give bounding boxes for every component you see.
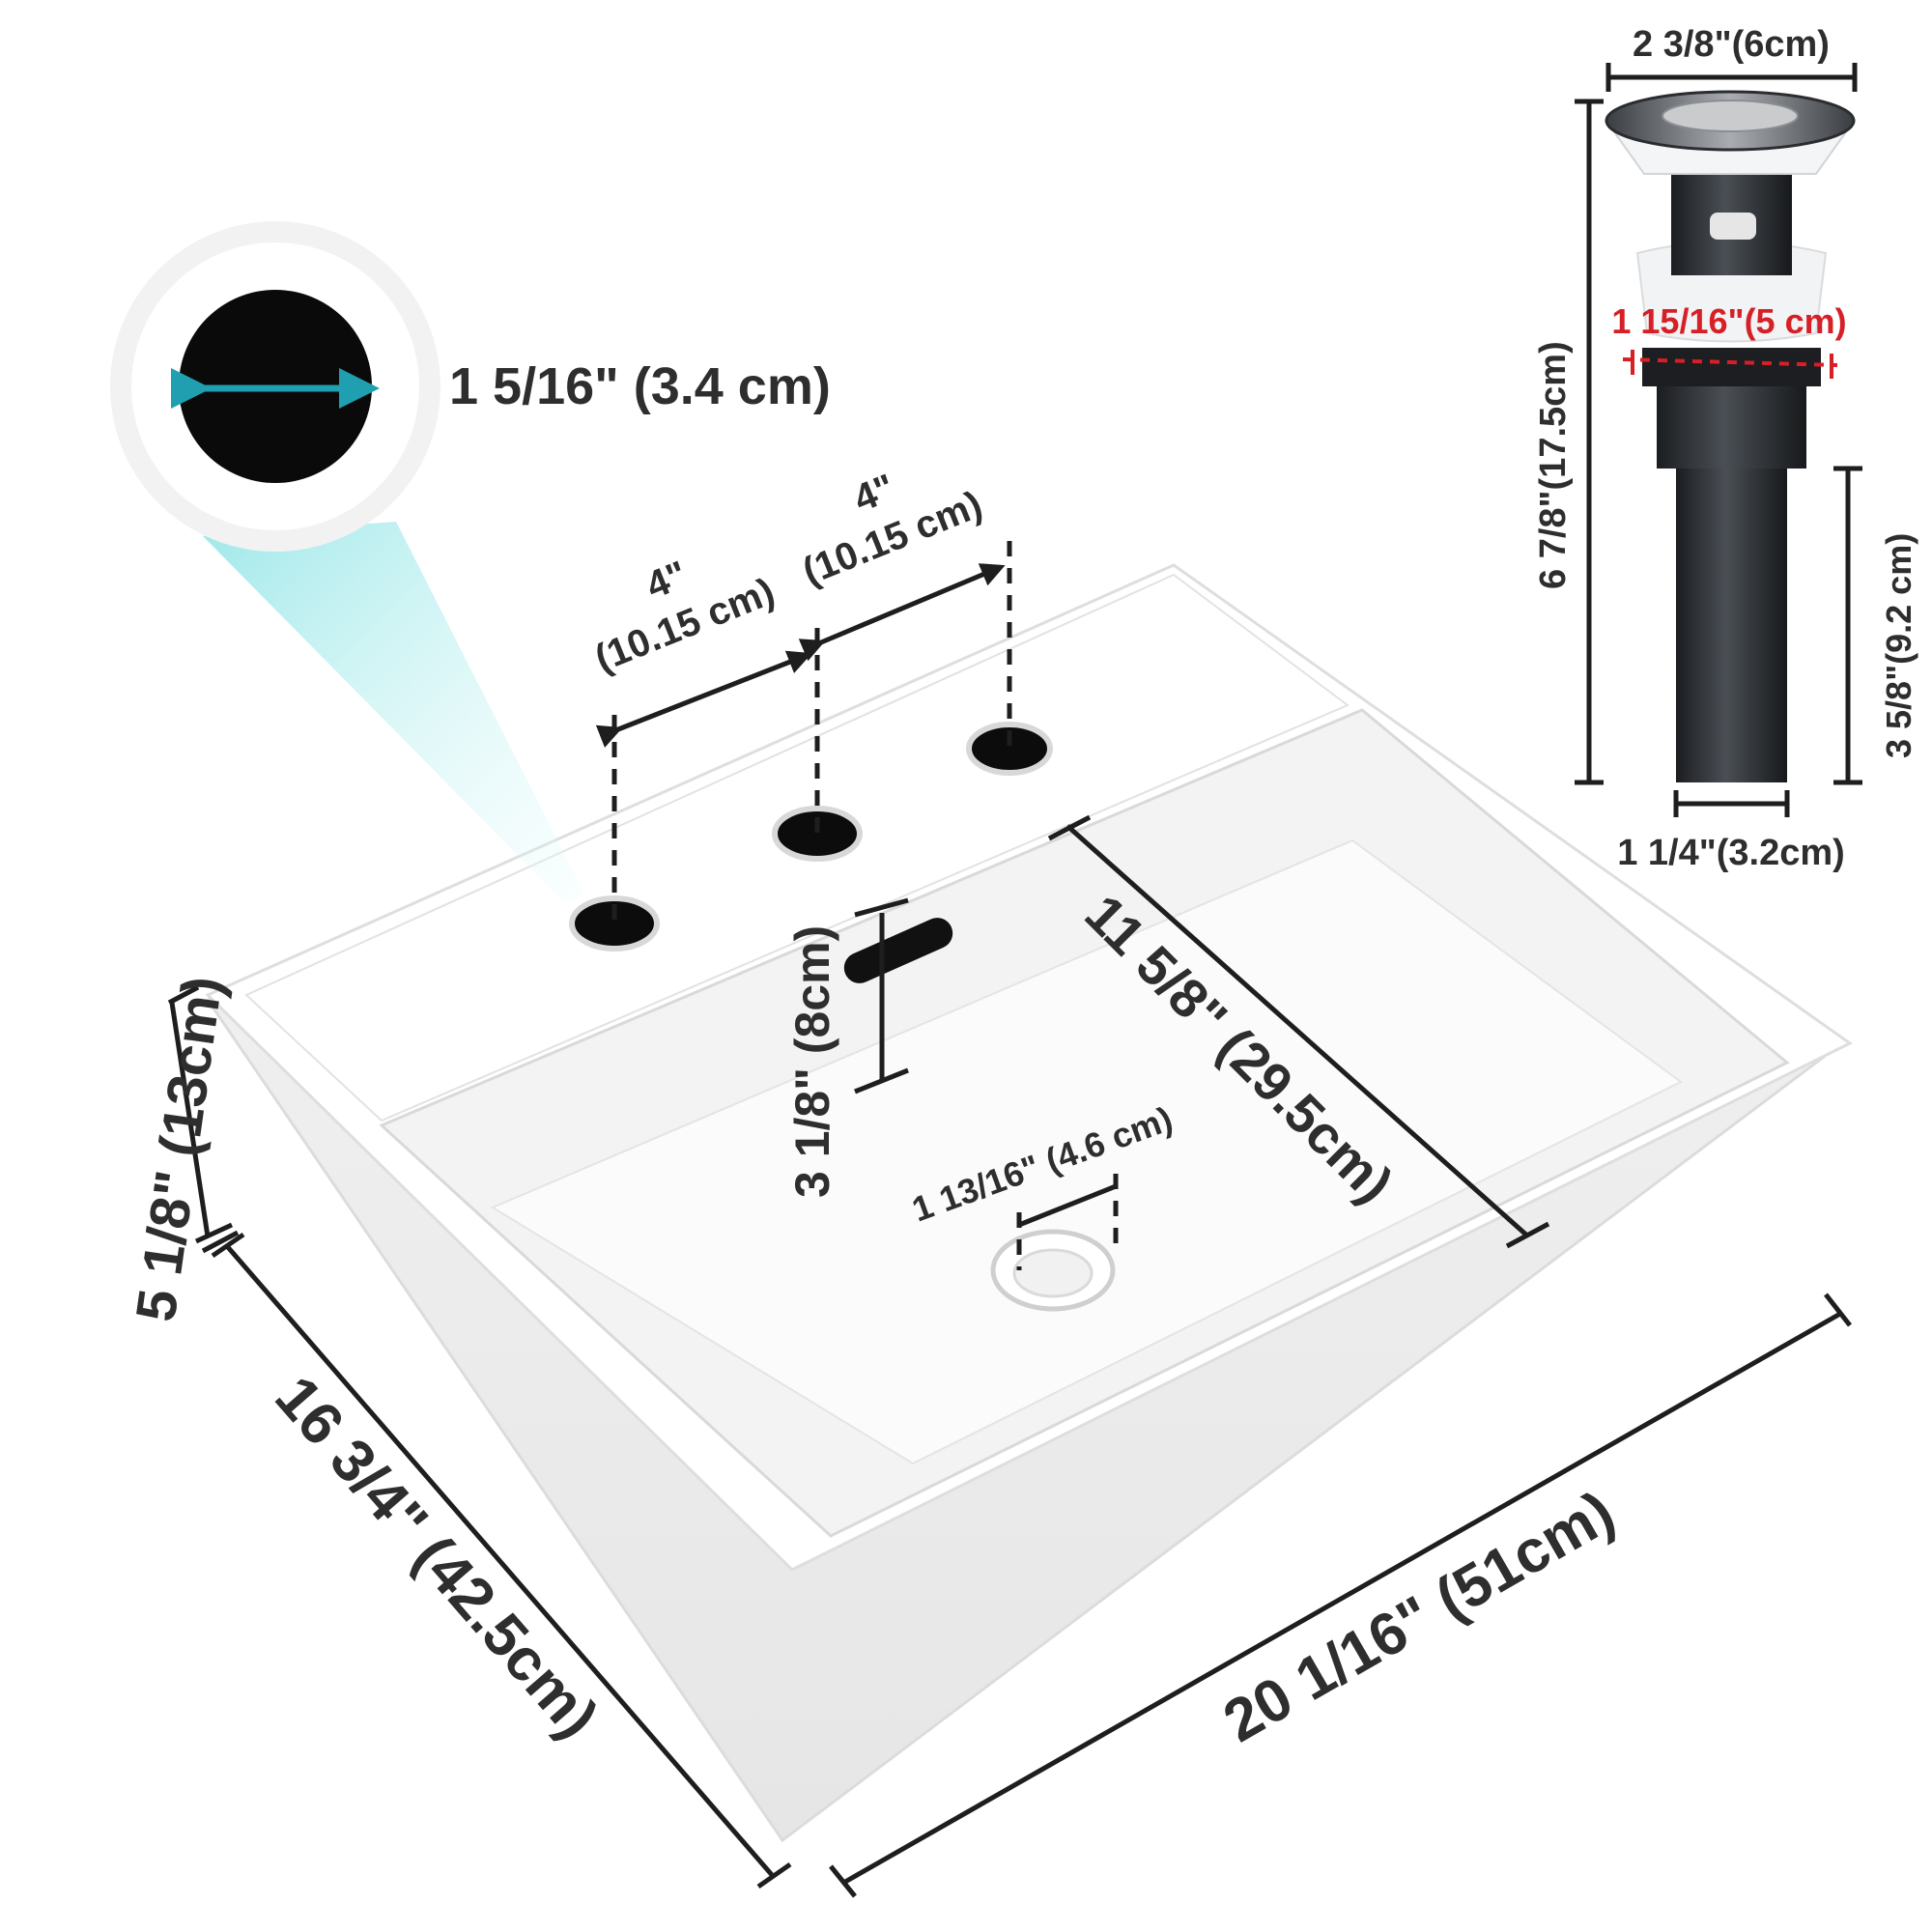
drain-tail-width-label: 1 1/4"(3.2cm) [1617, 833, 1845, 873]
spacing-left-label: 4" (10.15 cm) [589, 554, 781, 681]
faucet-hole-left [569, 895, 660, 952]
hole-magnifier-icon [110, 221, 584, 903]
svg-text:4": 4" [848, 467, 901, 521]
overflow-height-dimension [854, 897, 909, 1094]
spacing-right-label: 4" (10.15 cm) [797, 467, 988, 594]
faucet-hole-center [772, 806, 863, 862]
drain-dimensions [1575, 63, 1862, 817]
depth-dimension [211, 1232, 792, 1889]
width-dimension [829, 1293, 1852, 1898]
drain-hole-dimension [1016, 1174, 1119, 1270]
height-label: 5 1/8" (13cm) [125, 973, 235, 1325]
inner-length-dimension [1047, 814, 1550, 1249]
height-dimension [167, 984, 240, 1254]
overflow-height-label: 3 1/8" (8cm) [785, 925, 839, 1198]
width-label: 20 1/16" (51cm) [1213, 1479, 1626, 1755]
drain-tail-height-label: 3 5/8"(9.2 cm) [1879, 533, 1918, 758]
svg-text:4": 4" [640, 554, 694, 608]
faucet-hole-right [966, 722, 1053, 776]
drain-flange-width-label: 1 15/16"(5 cm) [1611, 301, 1846, 341]
drain-top-width-label: 2 3/8"(6cm) [1633, 24, 1830, 65]
overflow-slot [843, 918, 953, 983]
drain-total-height-label: 6 7/8"(17.5cm) [1533, 341, 1574, 589]
pop-up-drain-icon [1605, 90, 1856, 782]
faucet-spacing-dimensions [595, 541, 1012, 923]
hole-diameter-label: 1 5/16" (3.4 cm) [449, 357, 831, 415]
